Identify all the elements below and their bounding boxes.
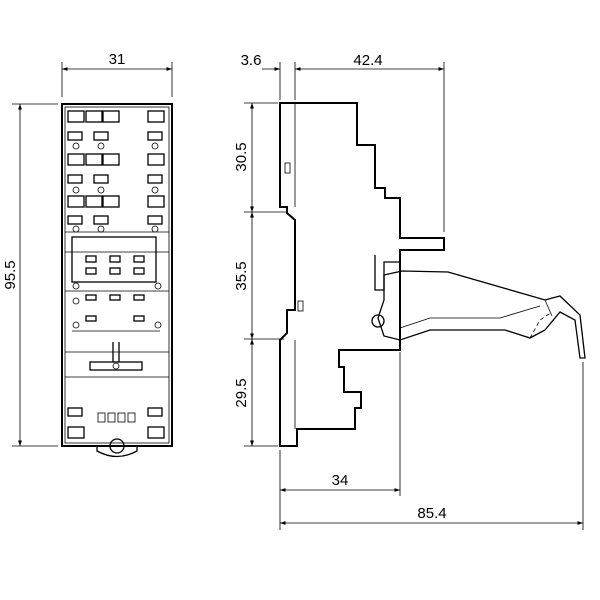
front-height-label: 95.5: [2, 260, 19, 289]
side-total-depth-label: 85.4: [417, 505, 446, 522]
terminal-row-2: [67, 153, 165, 194]
side-offset-label: 3.6: [241, 52, 262, 69]
side-seg-bottom-label: 29.5: [233, 378, 250, 407]
side-depth-top-label: 42.4: [353, 52, 382, 69]
mounting-tab: [96, 446, 138, 458]
side-depth-bottom-label: 34: [332, 472, 349, 489]
hold-down-clip: [371, 255, 586, 359]
side-seg-middle-label: 35.5: [233, 261, 250, 290]
front-view-outline: [61, 103, 173, 447]
terminal-row-bottom: [67, 407, 165, 439]
retaining-clip: [65, 342, 169, 378]
front-width-label: 31: [109, 51, 126, 68]
socket-center: [65, 231, 169, 353]
side-view: 3.6 42.4 30.5 35.5 29.5 34 85.4: [233, 52, 586, 530]
front-view: 31 95.5: [2, 51, 173, 458]
terminal-row-3: [67, 195, 165, 233]
terminal-row-1: [67, 110, 165, 150]
side-seg-top-label: 30.5: [233, 142, 250, 171]
side-view-outline: [279, 102, 445, 447]
